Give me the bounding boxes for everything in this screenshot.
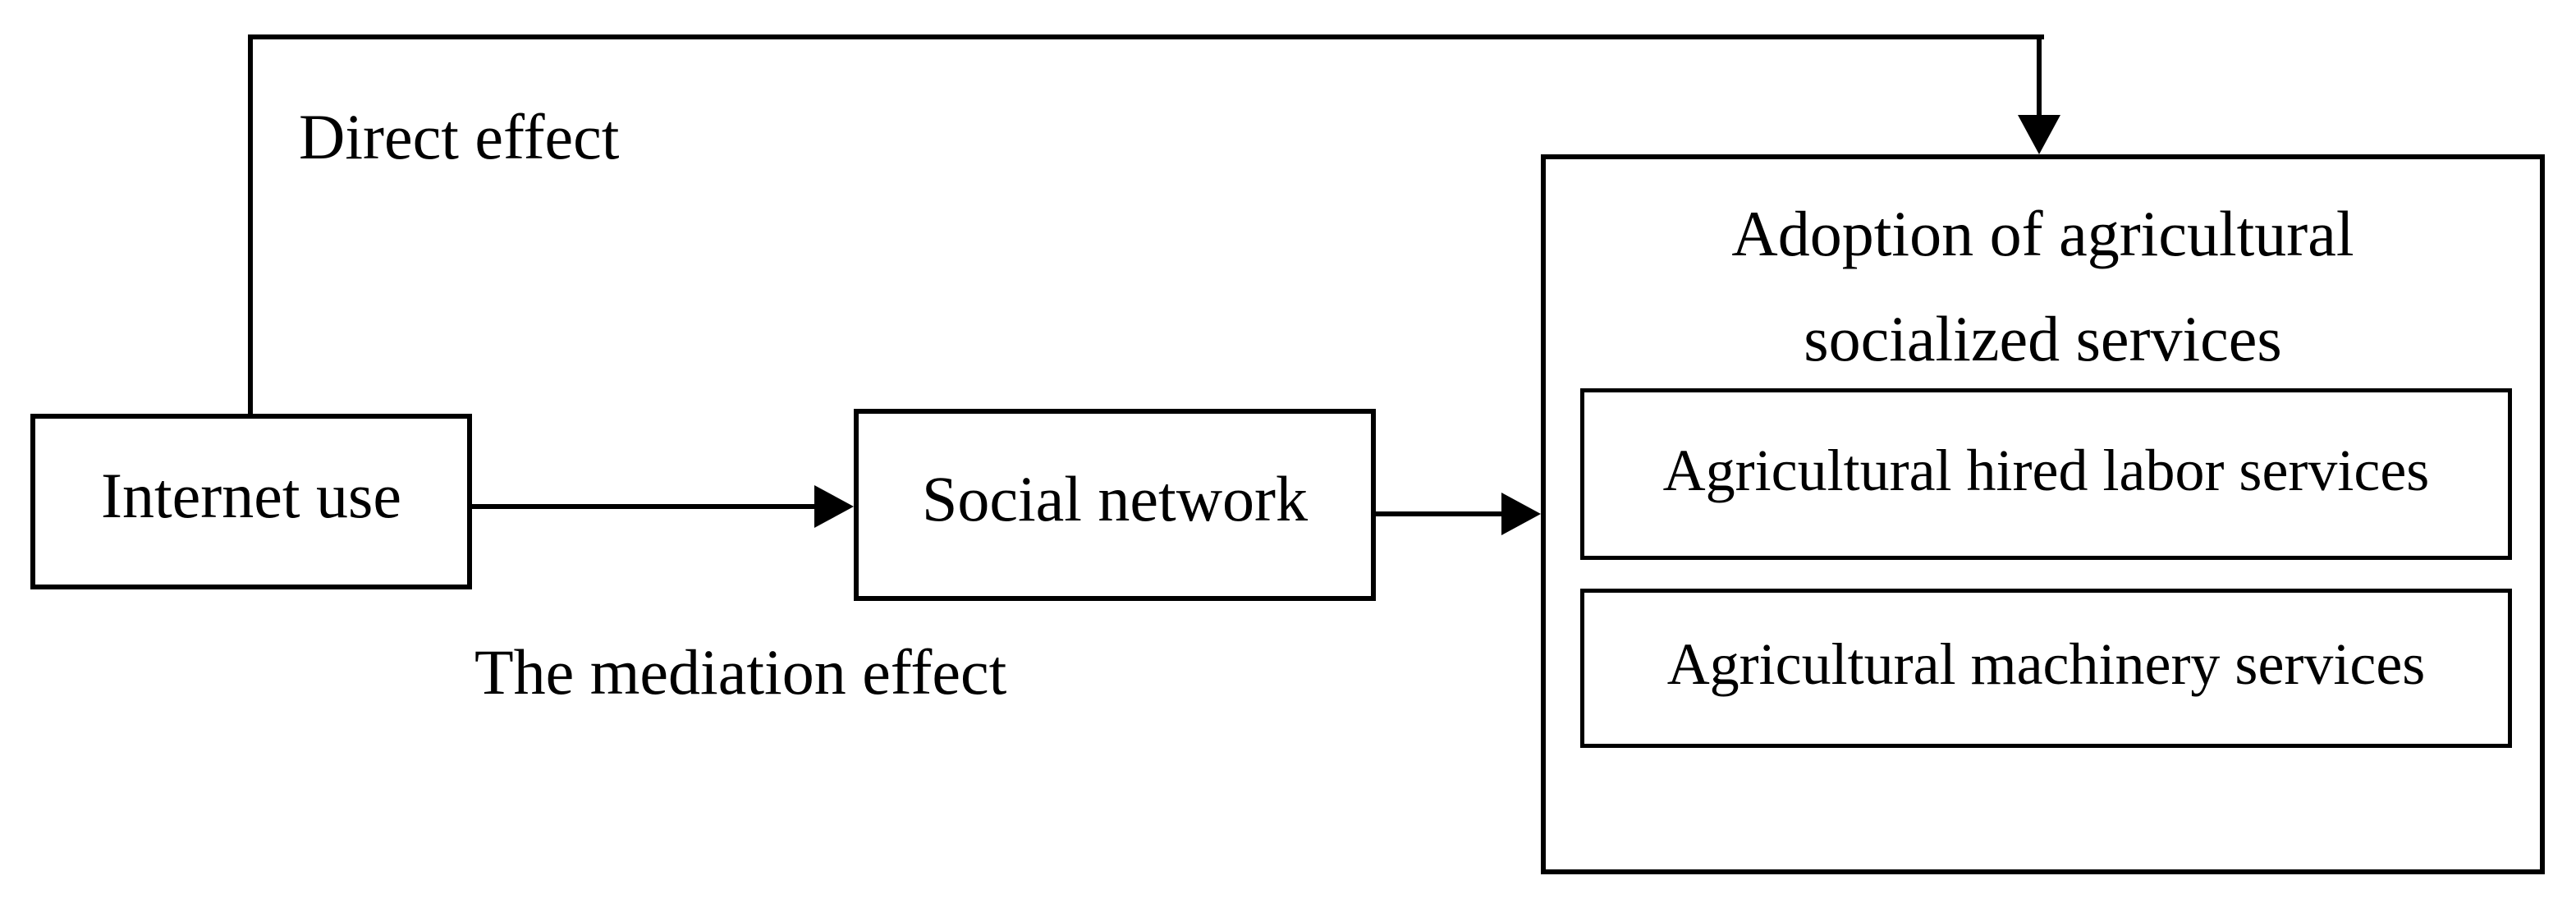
direct-effect-arrowhead-down-icon — [2018, 115, 2060, 154]
mediation-effect-label: The mediation effect — [474, 636, 1007, 708]
adoption-title: Adoption of agricultural socialized serv… — [1546, 159, 2540, 392]
direct-effect-line-right-vertical — [2037, 34, 2042, 120]
internet-use-label: Internet use — [100, 460, 401, 531]
machinery-services-subnode: Agricultural machinery services — [1580, 589, 2512, 748]
mediation-arrow-1-line — [472, 504, 817, 509]
social-network-node: Social network — [854, 409, 1376, 601]
adoption-title-line1: Adoption of agricultural — [1731, 198, 2354, 269]
direct-effect-label: Direct effect — [299, 101, 620, 172]
direct-effect-line-left-vertical — [248, 37, 253, 414]
direct-effect-line-top-horizontal — [248, 34, 2044, 39]
mediation-arrow-2-arrowhead-icon — [1501, 493, 1541, 535]
social-network-label: Social network — [921, 463, 1309, 534]
hired-labor-services-label: Agricultural hired labor services — [1662, 437, 2430, 503]
mediation-arrow-2-line — [1376, 511, 1504, 516]
adoption-title-line2: socialized services — [1804, 303, 2282, 374]
internet-use-node: Internet use — [30, 414, 472, 589]
adoption-node: Adoption of agricultural socialized serv… — [1541, 154, 2545, 874]
hired-labor-services-subnode: Agricultural hired labor services — [1580, 388, 2512, 560]
machinery-services-label: Agricultural machinery services — [1666, 631, 2426, 697]
mediation-arrow-1-arrowhead-icon — [814, 485, 854, 528]
